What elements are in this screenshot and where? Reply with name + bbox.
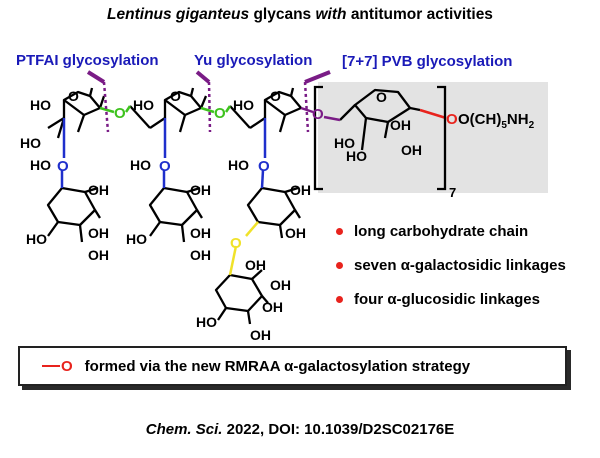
ptfai-arrow: [86, 70, 106, 84]
feature-item: long carbohydrate chain: [336, 214, 566, 248]
atom-oh: OH: [401, 142, 422, 158]
atom-o-green: O: [214, 105, 226, 122]
legend-box: O formed via the new RMRAA α-galactosyla…: [18, 346, 567, 386]
yu-arrow: [195, 70, 211, 84]
yellow-bond-1: [245, 221, 259, 237]
atom-o: O: [170, 88, 181, 104]
feature-list: long carbohydrate chain seven α-galactos…: [336, 214, 566, 316]
atom-o-red: O: [446, 111, 458, 128]
atom-oh: OH: [390, 117, 411, 133]
title-word2: with: [315, 6, 347, 23]
atom-o: O: [68, 88, 79, 104]
atom-oh: OH: [190, 225, 211, 241]
ptfai-bond: [99, 106, 115, 114]
atom-o: O: [376, 89, 387, 105]
atom-oh: OH: [190, 182, 211, 198]
figure-title: Lentinus giganteus glycans with antitumo…: [0, 6, 600, 24]
branch-ring-4: [214, 269, 269, 325]
top-ring-2: [129, 87, 208, 133]
rmraa-bond-linker: [419, 108, 447, 120]
atom-ho: HO: [126, 231, 147, 247]
atom-o-blue: O: [57, 158, 69, 175]
atom-ho: HO: [196, 314, 217, 330]
citation-rest: 2022, DOI: 10.1039/D2SC02176E: [226, 421, 455, 438]
atom-oh: OH: [285, 225, 306, 241]
atom-oh: OH: [88, 247, 109, 263]
atom-oh: OH: [250, 327, 271, 343]
pvb-glycosylation-label: [7+7] PVB glycosylation: [342, 53, 513, 70]
atom-o-purple: O: [312, 106, 324, 123]
ptfai-glycosylation-label: PTFAI glycosylation: [16, 52, 159, 69]
atom-ho: HO: [26, 231, 47, 247]
atom-o-blue: O: [258, 158, 270, 175]
title-rest: antitumor activities: [350, 6, 493, 23]
atom-o-green: O: [114, 105, 126, 122]
feature-item: four α-glucosidic linkages: [336, 282, 566, 316]
title-word1: glycans: [253, 6, 312, 23]
atom-ho: HO: [30, 157, 51, 173]
yellow-bond-2: [228, 245, 238, 276]
repeat-count: 7: [449, 185, 456, 200]
top-ring-3: [229, 87, 303, 133]
repeat-ring: [339, 88, 421, 151]
repeat-unit-box: [318, 82, 548, 193]
atom-oh: OH: [290, 182, 311, 198]
pvb-arrow: [304, 70, 331, 84]
bullet-icon: [336, 227, 343, 235]
atom-ho: HO: [228, 157, 249, 173]
ptfai-bond-2: [124, 105, 132, 113]
bracket-left: [313, 85, 323, 191]
yu-marker: [207, 81, 212, 133]
atom-ho: HO: [30, 97, 51, 113]
citation-journal: Chem. Sci.: [145, 421, 223, 438]
legend-mark: O: [42, 358, 73, 375]
atom-oh: OH: [190, 247, 211, 263]
atom-ho: HO: [133, 97, 154, 113]
yu-glycosylation-label: Yu glycosylation: [194, 52, 313, 69]
pvb-marker: [303, 81, 310, 133]
atom-oh: OH: [245, 257, 266, 273]
atom-ho: HO: [20, 135, 41, 151]
atom-ho: HO: [346, 148, 367, 164]
atom-ho: HO: [334, 135, 355, 151]
feature-text: seven α-galactosidic linkages: [354, 256, 566, 274]
legend-o: O: [61, 357, 73, 375]
atom-oh: OH: [88, 225, 109, 241]
atom-oh: OH: [270, 277, 291, 293]
atom-ho: HO: [233, 97, 254, 113]
atom-o-yellow: O: [230, 235, 242, 252]
pvb-bond-2: [323, 115, 341, 122]
atom-o-blue: O: [159, 158, 171, 175]
pvb-bond: [300, 106, 314, 114]
feature-text: four α-glucosidic linkages: [354, 290, 540, 308]
branch-bond-3b: [260, 169, 265, 189]
atom-o: O: [270, 88, 281, 104]
title-species: Lentinus giganteus: [107, 6, 250, 23]
linker-formula: O(CH)5NH2: [458, 111, 535, 131]
legend-line: [42, 364, 60, 368]
feature-item: seven α-galactosidic linkages: [336, 248, 566, 282]
ptfai-marker: [102, 81, 110, 133]
feature-text: long carbohydrate chain: [354, 222, 529, 240]
yu-bond: [200, 106, 215, 114]
legend-text: formed via the new RMRAA α-galactosylati…: [84, 357, 471, 375]
yu-bond-2: [224, 105, 232, 113]
atom-ho: HO: [130, 157, 151, 173]
citation: Chem. Sci. 2022, DOI: 10.1039/D2SC02176E: [0, 421, 600, 438]
bracket-right: [437, 85, 447, 191]
bullet-icon: [336, 295, 343, 303]
bullet-icon: [336, 261, 343, 269]
atom-oh: OH: [88, 182, 109, 198]
atom-oh: OH: [262, 299, 283, 315]
